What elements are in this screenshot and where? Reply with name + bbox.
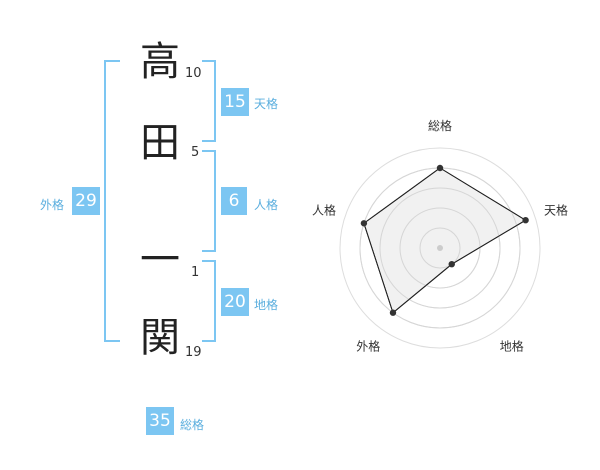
name-char-1: 高 <box>140 39 180 85</box>
gaikaku-label: 外格 <box>40 198 65 212</box>
tenkaku-value: 15 <box>221 88 249 116</box>
jinkaku-value: 6 <box>221 187 247 215</box>
jinkaku-label: 人格 <box>254 198 279 212</box>
chikaku-bracket <box>202 260 216 342</box>
radar-ring-overlay-1 <box>419 227 461 269</box>
radar-axis-label-3: 地格 <box>500 339 524 354</box>
stroke-count-4: 19 <box>185 345 202 360</box>
chikaku-label: 地格 <box>254 298 279 312</box>
radar-point-1 <box>436 164 444 172</box>
radar-polygon-outline <box>363 167 527 314</box>
stroke-count-2: 5 <box>191 145 200 160</box>
radar-ring-overlay-2 <box>399 207 481 289</box>
chikaku-value: 20 <box>221 288 249 316</box>
radar-axis-label-2: 天格 <box>544 202 568 217</box>
soukaku-value: 35 <box>146 407 174 435</box>
gaikaku-value: 29 <box>72 187 100 215</box>
radar-axis-label-4: 外格 <box>356 339 380 354</box>
radar-point-4 <box>389 309 397 316</box>
radar-axis-label-5: 人格 <box>312 202 336 217</box>
jinkaku-bracket <box>202 150 216 252</box>
stroke-count-3: 1 <box>191 265 200 280</box>
tenkaku-bracket <box>202 60 216 142</box>
tenkaku-label: 天格 <box>254 97 279 111</box>
stroke-count-1: 10 <box>185 66 202 81</box>
gaikaku-bracket <box>104 60 120 342</box>
radar-axis-label-1: 総格 <box>428 118 452 133</box>
name-char-2: 田 <box>140 120 180 166</box>
radar-point-3 <box>448 260 455 268</box>
radar-center-dot <box>437 245 443 251</box>
name-char-4: 関 <box>140 315 180 361</box>
name-char-3: 一 <box>140 237 180 283</box>
radar-point-2 <box>522 216 529 224</box>
soukaku-label: 総格 <box>180 418 205 432</box>
radar-point-5 <box>360 220 368 227</box>
radar-ring-overlay-3 <box>379 187 501 309</box>
